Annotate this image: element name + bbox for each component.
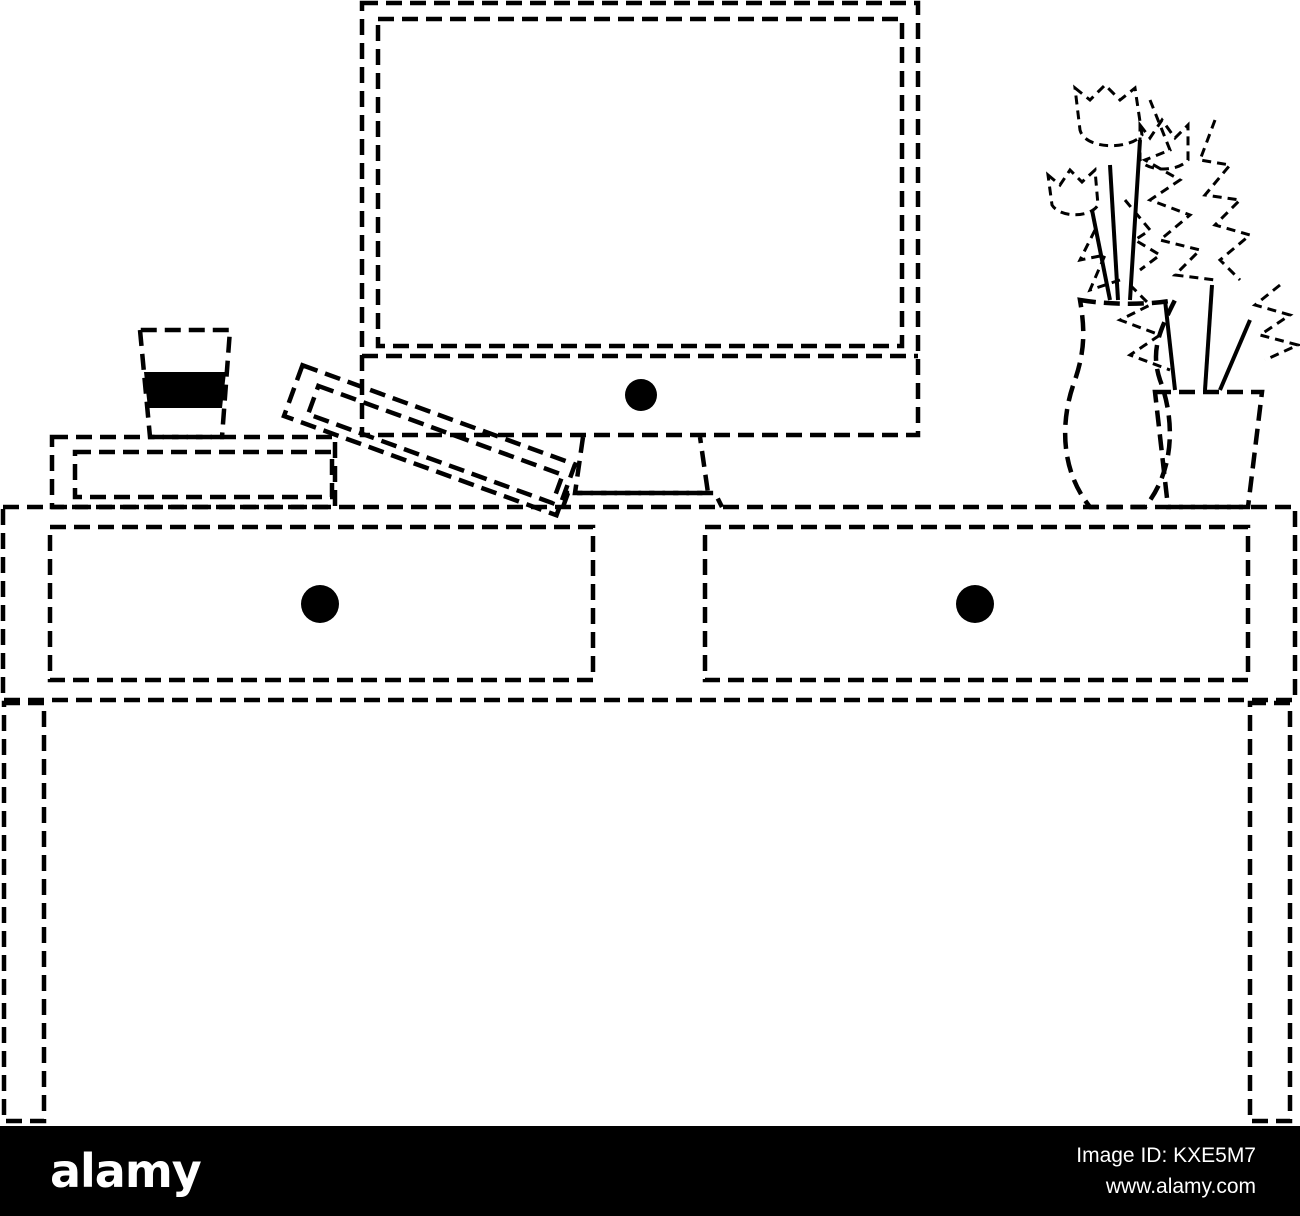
flower-vase [1046,82,1190,510]
glass-cup [137,327,233,440]
tulip-flower-2 [1046,166,1100,217]
monitor-frame [359,0,921,438]
desk-top-panel [0,504,1298,703]
computer-monitor [359,0,921,509]
desk-drawer-left [47,524,596,683]
monitor-base [560,490,725,509]
plant-pot [1152,389,1265,510]
footer-bar: alamy Image ID: KXE5M7 www.alamy.com [0,1126,1300,1216]
desk-leg-right [1247,700,1293,1124]
drawer-knob-left [301,585,339,623]
desk [0,504,1298,1124]
tulip-flower-1 [1073,82,1144,148]
book-stack [49,434,338,510]
glass-liquid [144,372,226,408]
monitor-stand [572,436,711,496]
alamy-logo: alamy [50,1144,202,1198]
potted-plant [1116,99,1300,510]
monitor-screen [375,16,905,349]
desk-leg-left [1,700,47,1124]
desk-drawer-right [702,524,1251,683]
monitor-power-dot [625,379,657,411]
tilted-book [281,362,578,519]
tulip-flower-3 [1138,117,1190,171]
image-id-label: Image ID: KXE5M7 [1076,1144,1256,1167]
office-desk-illustration [0,0,1300,1124]
drawer-knob-right [956,585,994,623]
site-url: www.alamy.com [1105,1175,1256,1198]
